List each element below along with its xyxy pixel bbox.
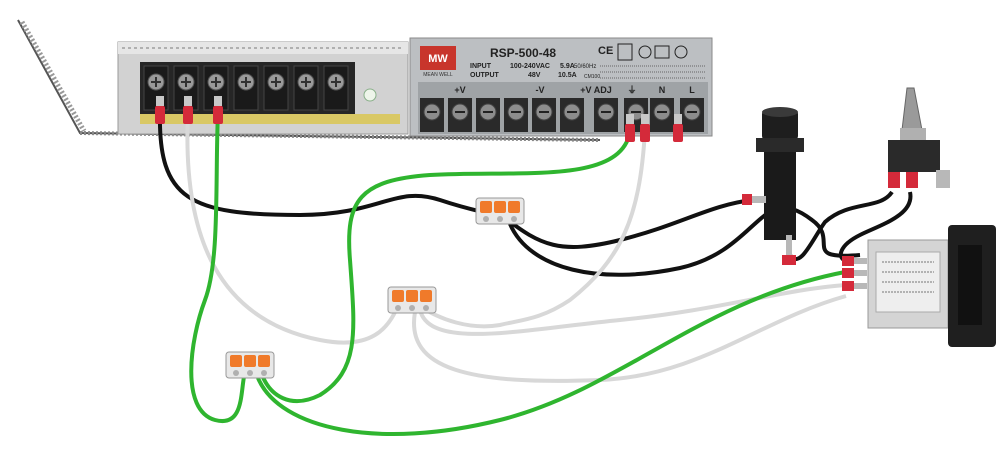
wire-white-psu-to-wago xyxy=(185,111,402,345)
terminal-screw xyxy=(504,98,528,132)
crimp-lug xyxy=(155,96,165,124)
switch-lever xyxy=(901,87,923,131)
emi-label-lines xyxy=(882,261,934,293)
wires xyxy=(157,111,913,436)
terminal-screws-right xyxy=(420,98,704,132)
iec-inlet-socket xyxy=(958,245,982,325)
fuse-side-tab xyxy=(748,196,766,203)
psu-model: RSP-500-48 xyxy=(490,46,556,60)
terminal-screw xyxy=(323,65,349,111)
terminal-screw xyxy=(680,98,704,132)
psu-output-current: 10.5A xyxy=(558,72,577,79)
wire-white-wago-to-emi xyxy=(418,283,846,336)
terminal-screw xyxy=(594,98,618,132)
terminal-screw xyxy=(476,98,500,132)
terminal-screw xyxy=(448,98,472,132)
terminal-screw xyxy=(293,65,319,111)
terminal-screw xyxy=(560,98,584,132)
terminal-screw xyxy=(420,98,444,132)
emi-filter-inlet xyxy=(842,225,996,347)
wire-green-ground-to-wago xyxy=(260,131,632,403)
brand-logo-text: MW xyxy=(428,53,448,65)
psu-input-current: 5.9A xyxy=(560,63,575,70)
switch-side-terminal xyxy=(936,170,950,188)
psu-input-value: 100-240VAC xyxy=(510,63,550,70)
wago-connector xyxy=(475,197,525,225)
terminal-label: L xyxy=(689,85,695,95)
fuse-bottom-tab xyxy=(786,235,792,257)
terminal-label: ⏚ xyxy=(627,85,636,95)
psu-input-label: INPUT xyxy=(470,63,492,70)
fuse-bottom-lug xyxy=(782,255,796,265)
wire-white-wago-to-emi-2 xyxy=(412,294,847,383)
wago-connector xyxy=(387,286,437,314)
certification-marks: CE xyxy=(598,43,688,61)
wire-green-psu-to-wago xyxy=(189,111,247,424)
psu-input-freq: 50/60Hz xyxy=(574,64,596,70)
emi-terminal-3 xyxy=(853,283,867,289)
terminal-screw xyxy=(233,65,259,111)
wire-black-psu-to-wago xyxy=(157,111,499,218)
psu-cert-code: CM100 xyxy=(584,74,600,80)
brand-logo xyxy=(420,46,456,70)
psu-output-voltage: 48V xyxy=(528,72,541,79)
crimp-lug xyxy=(640,114,650,142)
terminal-screw xyxy=(650,98,674,132)
terminal-label: +V xyxy=(454,85,465,95)
fuse-cap-top xyxy=(762,107,798,117)
terminal-label: +V ADJ xyxy=(580,85,611,95)
wago-connectors xyxy=(225,197,525,379)
terminal-screws-left xyxy=(143,65,349,111)
emi-terminal-1 xyxy=(853,258,867,264)
crimp-lugs xyxy=(155,96,683,142)
emi-lug-2 xyxy=(842,268,854,278)
switch-bushing xyxy=(900,128,926,140)
terminal-screw xyxy=(532,98,556,132)
wire-black-fuse-to-switch xyxy=(788,190,894,261)
switch-lug-2 xyxy=(906,172,918,188)
crimp-lug xyxy=(625,114,635,142)
psu-output-label: OUTPUT xyxy=(470,72,500,79)
terminal-label: -V xyxy=(536,85,545,95)
fuse-side-lug xyxy=(742,194,752,205)
wire-white-neutral-to-wago xyxy=(416,129,647,329)
emi-lug-3 xyxy=(842,281,854,291)
wago-connector xyxy=(225,351,275,379)
switch-lug-1 xyxy=(888,172,900,188)
emi-terminal-2 xyxy=(853,270,867,276)
svg-text:CE: CE xyxy=(598,45,613,57)
fuse-cap xyxy=(762,110,798,140)
crimp-lug xyxy=(213,96,223,124)
label-fine-print xyxy=(600,65,705,79)
fuse-body xyxy=(764,152,796,240)
switch-body xyxy=(888,140,940,172)
wire-black-switch-to-emi xyxy=(838,191,913,264)
power-supply: MW MEAN WELL RSP-500-48 INPUT 100-240VAC… xyxy=(117,37,713,137)
fuse-holder xyxy=(742,107,804,265)
pcb-strip xyxy=(140,114,400,124)
fuse-nut xyxy=(756,138,804,152)
terminal-screw xyxy=(263,65,289,111)
terminal-label: N xyxy=(659,85,666,95)
emi-lug-1 xyxy=(842,256,854,266)
crimp-lug xyxy=(183,96,193,124)
terminal-labels: +V -V +V ADJ ⏚ N L xyxy=(454,85,695,95)
crimp-lug xyxy=(673,114,683,142)
brand-sub-text: MEAN WELL xyxy=(423,72,453,78)
wire-black-wago-to-emi xyxy=(508,205,861,277)
wire-green-wago-to-emi xyxy=(256,270,846,436)
toggle-switch xyxy=(888,87,950,188)
mounting-plate xyxy=(17,19,601,142)
led-indicator xyxy=(363,88,377,102)
